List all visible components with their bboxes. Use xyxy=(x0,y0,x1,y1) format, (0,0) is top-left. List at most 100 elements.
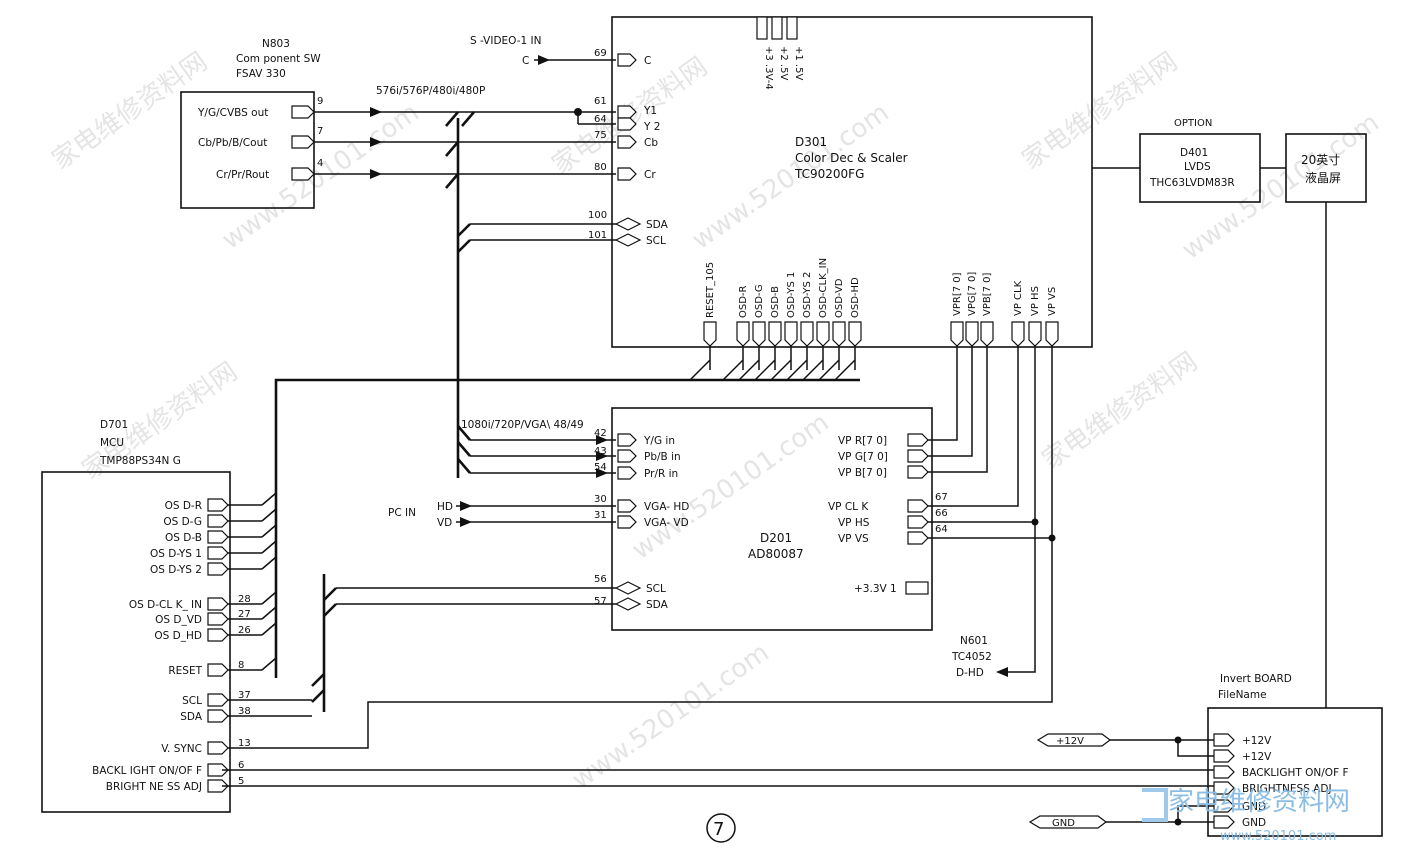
invert-port xyxy=(1213,733,1235,747)
n803-port xyxy=(291,167,315,181)
n601-part: TC4052 xyxy=(951,651,992,663)
d301-pin-number: 69 xyxy=(594,48,607,59)
pc-in-label: PC IN xyxy=(388,507,416,519)
d701-port xyxy=(207,693,229,707)
d201-pin-label: VGA- HD xyxy=(644,501,689,513)
d301-bottom-pin-label: OSD-R xyxy=(738,285,749,318)
d701-pins: OS D-ROS D-GOS D-BOS D-YS 1OS D-YS 2OS D… xyxy=(92,492,312,793)
d301-pin-label: SCL xyxy=(646,235,666,247)
d301-supply: +3 .3V-4 xyxy=(763,46,774,90)
n803-port xyxy=(291,135,315,149)
d301-pin-label: Y 2 xyxy=(643,121,660,133)
d701-desc: MCU xyxy=(100,437,124,449)
d301-color-decoder-scaler: D301 Color Dec & Scaler TC90200FG 69 C 6… xyxy=(588,16,1093,348)
d201-out-number: 64 xyxy=(935,524,948,535)
invert-pin-label: GND xyxy=(1242,801,1266,813)
pc-in-hd: HD xyxy=(437,501,453,513)
d701-pin-label: OS D-G xyxy=(163,516,202,528)
d701-port xyxy=(207,779,229,793)
d701-pin-label: BRIGHT NE SS ADJ xyxy=(106,781,202,793)
d301-desc: Color Dec & Scaler xyxy=(795,151,908,165)
vp-bus xyxy=(222,346,1056,749)
d701-port xyxy=(207,709,229,723)
d301-pin-number: 100 xyxy=(588,210,607,221)
d301-vp-pin-label: VPB[7 0] xyxy=(982,272,993,316)
watermark: 家电维修资料网 xyxy=(1017,47,1183,176)
d301-pin-number: 80 xyxy=(594,162,607,173)
d301-supply: +1 .5V xyxy=(793,46,804,80)
n803-pin-label: Cr/Pr/Rout xyxy=(216,169,269,181)
invert-pin-label: +12V xyxy=(1242,735,1272,747)
invert-title: Invert BOARD xyxy=(1220,673,1292,685)
d301-box xyxy=(611,16,1093,348)
d201-pin-number: 43 xyxy=(594,446,607,457)
pc-in-vd: VD xyxy=(437,517,452,529)
d201-out-label: VP HS xyxy=(838,517,870,529)
pc-input: PC IN HD VD xyxy=(388,501,616,529)
logo-text: 家电维修资料网 xyxy=(1168,787,1350,817)
d701-pin-label: SDA xyxy=(180,711,203,723)
page-number-text: 7 xyxy=(713,819,724,840)
n803-pin-number: 4 xyxy=(317,158,323,169)
d301-vp-pin-label: VPG[7 0] xyxy=(967,272,978,316)
d401-lvds-transmitter: OPTION D401 LVDS THC63LVDM83R xyxy=(1139,118,1261,203)
d701-pin-number: 37 xyxy=(238,690,251,701)
d301-pin-label: C xyxy=(644,55,651,67)
d701-pin-label: OS D-YS 1 xyxy=(150,548,202,560)
invert-subtitle: FileName xyxy=(1218,689,1267,701)
d201-pin-number: 42 xyxy=(594,428,607,439)
lcd-label: 20英寸 xyxy=(1301,153,1340,167)
d401-part: THC63LVDM83R xyxy=(1149,177,1235,189)
d301-pin-label: Cr xyxy=(644,169,656,181)
backlight-wires xyxy=(222,769,1214,787)
d701-pin-label: OS D_HD xyxy=(154,630,202,642)
d701-pin-number: 27 xyxy=(238,609,251,620)
invert-box xyxy=(1207,707,1383,837)
d301-vp-pin-label: VP CLK xyxy=(1013,280,1024,316)
d701-ref: D701 xyxy=(100,419,128,431)
lcd-label: 液晶屏 xyxy=(1305,170,1341,185)
d201-pin-label: Y/G in xyxy=(643,435,675,447)
d201-pin-number: 54 xyxy=(594,462,607,473)
d301-bottom-pin-label: OSD-YS 1 xyxy=(786,272,797,318)
d301-bottom-pin-label: RESET_105 xyxy=(705,262,716,318)
invert-pin-label: BRIGHTNESS ADJ xyxy=(1242,783,1332,795)
d701-port xyxy=(207,546,229,560)
d701-port xyxy=(207,530,229,544)
watermark: 家电维修资料网 xyxy=(1037,347,1203,476)
watermark: www.520101.com xyxy=(627,408,835,566)
n601-ref: N601 xyxy=(960,635,988,647)
d301-pin-number: 61 xyxy=(594,96,607,107)
d201-out-label: VP G[7 0] xyxy=(838,451,888,463)
d201-pin-number: 56 xyxy=(594,574,607,585)
n601-signal: D-HD xyxy=(956,667,984,679)
d701-pin-label: OS D-YS 2 xyxy=(150,564,202,576)
svideo-signal: C xyxy=(522,55,529,67)
invert-port xyxy=(1213,815,1235,829)
n803-ref: N803 xyxy=(262,38,290,50)
d301-pin-number: 64 xyxy=(594,114,607,125)
logo-url: www.520101.com xyxy=(1220,829,1336,844)
d401-header: OPTION xyxy=(1174,118,1212,129)
svideo-title: S -VIDEO-1 IN xyxy=(470,35,542,47)
d201-pin-label: Pr/R in xyxy=(644,468,678,480)
d701-mcu: D701 MCU TMP88PS34N G xyxy=(41,419,231,813)
invert-board: Invert BOARD FileName +12V+12VBACKLIGHT … xyxy=(1207,673,1383,837)
d301-bottom-pin-label: OSD-YS 2 xyxy=(802,272,813,318)
d701-port xyxy=(207,514,229,528)
invert-pin-label: BACKLIGHT ON/OF F xyxy=(1242,767,1349,779)
d201-pin-number: 30 xyxy=(594,494,607,505)
video-bus-top: 576i/576P/480i/480P xyxy=(314,85,616,478)
gnd-label: GND xyxy=(1052,818,1075,829)
page-number: 7 xyxy=(706,813,736,843)
d701-pin-number: 6 xyxy=(238,760,244,771)
d301-pin-label: SDA xyxy=(646,219,669,231)
n803-pin-label: Y/G/CVBS out xyxy=(197,107,268,119)
lcd-panel: 20英寸 液晶屏 xyxy=(1285,133,1367,203)
i2c-bus-top xyxy=(457,223,616,253)
invert-port xyxy=(1213,781,1235,795)
d701-pin-number: 5 xyxy=(238,776,244,787)
d301-bottom-pin-label: OSD-CLK_IN xyxy=(818,258,829,318)
d301-pin-label: Y1 xyxy=(643,105,657,117)
